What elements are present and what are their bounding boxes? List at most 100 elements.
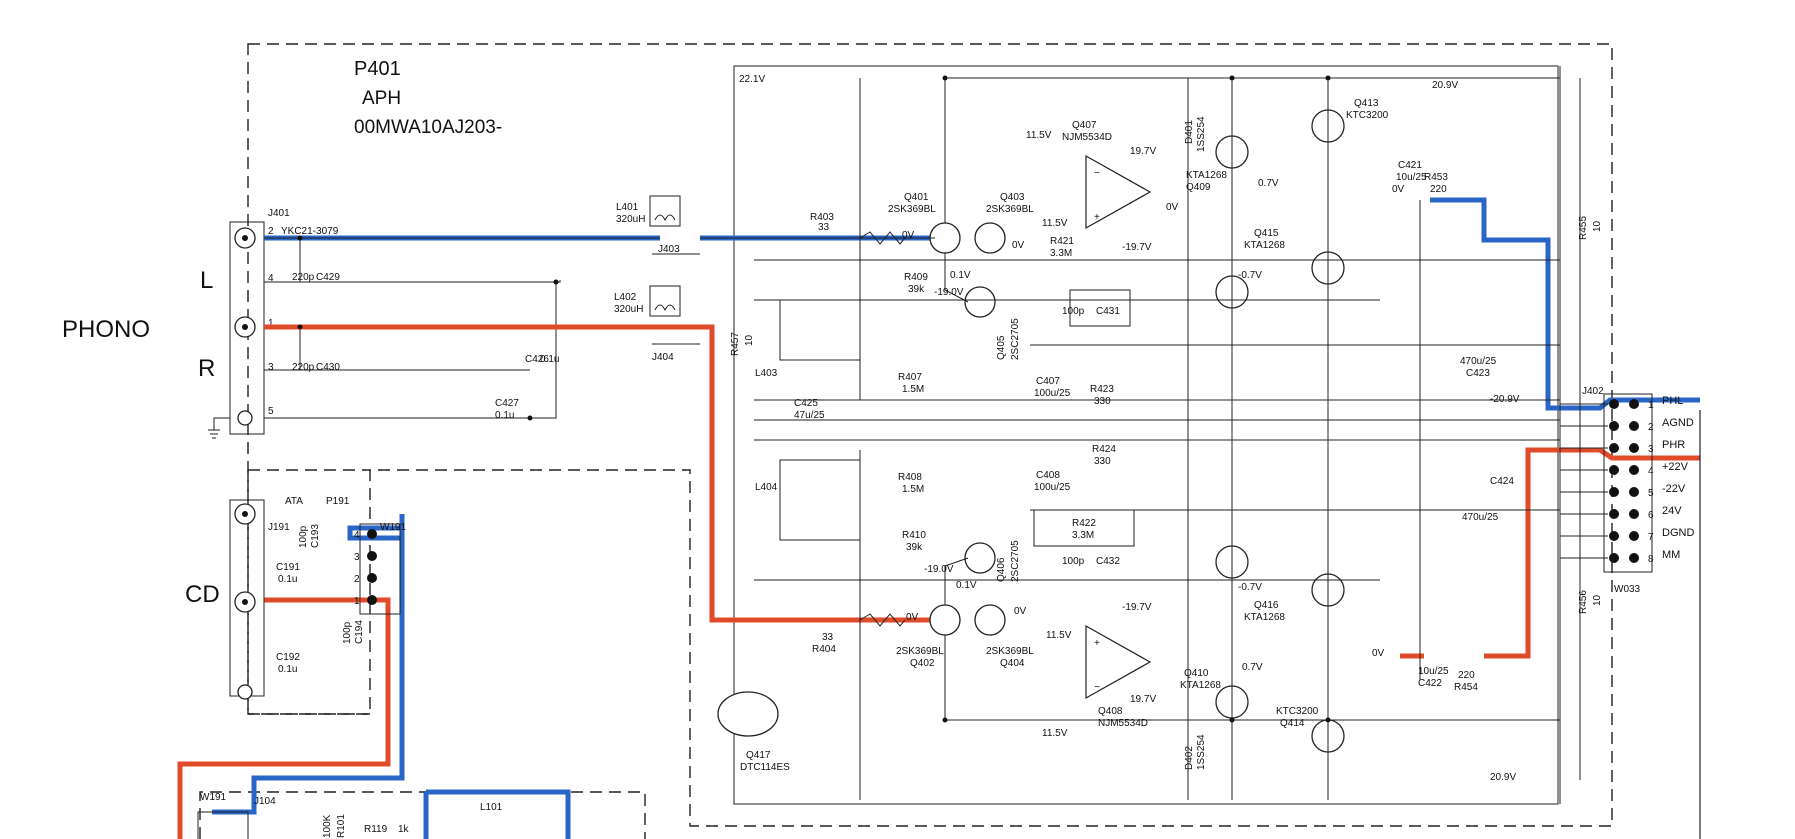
r424-label: R424 [1092,444,1116,455]
svg-text:4: 4 [268,273,274,284]
r456-label: R456 [1578,590,1589,614]
c430-label: C430 [316,362,340,373]
c193-label: C193 [310,524,321,548]
v-0-7-c: -0.7V [1238,582,1262,593]
r101-label: R101 [336,814,347,838]
q413-part: KTC3200 [1346,110,1389,121]
r403-value: 33 [818,222,830,233]
j402-pin-dot [1609,553,1619,563]
j402-pin-number: 8 [1648,554,1654,565]
input-labels: PHONO L R CD [62,267,220,608]
j402-pin-dot [1609,509,1619,519]
r404-value: 33 [822,632,834,643]
svg-text:3: 3 [268,362,274,373]
v-20-9-bot: 20.9V [1490,772,1516,783]
v-0v-a: 0V [902,230,915,241]
q405-ref: Q405 [996,335,1007,360]
q402-symbol [929,604,961,636]
r421-value: 3.3M [1050,248,1072,259]
c424-label: C424 [1490,476,1514,487]
r422-c432-network [1033,509,1135,547]
q417-part: DTC114ES [740,762,790,773]
svg-text:−: − [1094,168,1100,179]
j401-ground-pin [237,410,253,426]
svg-text:+: + [1094,212,1100,223]
j402-pin-name: AGND [1662,417,1694,429]
d401-label: D401 [1184,120,1195,144]
q404-part: 2SK369BL [986,646,1034,657]
cd-label: CD [185,581,220,608]
input-caps: 220p C429 220p C430 C426 0.1u C427 0.1u [292,235,559,421]
j401-label: J401 [268,208,290,219]
q407-opamp [1085,154,1152,230]
r454-label: R454 [1454,682,1478,693]
r422-value: 3.3M [1072,530,1094,541]
svg-text:1: 1 [354,596,360,607]
j402-pin-name: PHL [1662,395,1683,407]
j402-pin-dot [1609,443,1619,453]
l401-label: L401 [616,202,639,213]
phono-label: PHONO [62,316,150,343]
j191-label: J191 [268,522,290,533]
cd-input: J191 W191 C191 0.1u C192 0.1u C193 100p … [229,499,407,700]
v-19-0-a: -19.0V [934,287,964,298]
q401-ref: Q401 [904,192,929,203]
j402-pin-name: DGND [1662,527,1694,539]
r424-value: 330 [1094,456,1111,467]
p101-fragment: W191 J104 L101 R119 1k 100K R101 [197,792,503,839]
c426-label: C426 [525,354,549,365]
j402-pin-number: 5 [1648,488,1654,499]
c192-label: C192 [276,652,300,663]
c422-value: 10u/25 [1418,666,1449,677]
j402-pin-name: -22V [1662,483,1686,495]
r407-value: 1.5M [902,384,924,395]
v-11-5-b: 11.5V [1042,218,1068,229]
v-11-5-c: 11.5V [1046,630,1072,641]
c431-label: C431 [1096,306,1120,317]
board-heading: P401 APH 00MWA10AJ203- ATA P191 [285,58,502,507]
v-0v-e: 0V [906,612,919,623]
c192-value: 0.1u [278,664,297,675]
j402-pin-dot [1629,531,1639,541]
j104-label: J104 [254,796,276,807]
v-0-1-a: 0.1V [950,270,971,281]
c194-label: C194 [354,620,365,644]
j402-label: J402 [1582,386,1604,397]
p101-board-outline [199,791,646,839]
j402-pin-name: 24V [1662,505,1682,517]
c423-label: C423 [1466,368,1490,379]
c407-label: C407 [1036,376,1060,387]
r101-value: 100K [322,814,333,838]
r410-value: 39k [906,542,923,553]
v-0-1-b: 0.1V [956,580,977,591]
q417-ref: Q417 [746,750,771,761]
j401-connector: J401 YKC21-3079 2 4 1 3 5 [208,208,561,439]
q403-part: 2SK369BL [986,204,1034,215]
q413-ref: Q413 [1354,98,1379,109]
w191-top-label: W191 [380,522,407,533]
svg-text:2: 2 [354,574,360,585]
j402-pin-dot [1609,421,1619,431]
v-19-7-c: -19.7V [1122,602,1152,613]
c427-value: 0.1u [495,410,514,421]
c426-value: 0.1u [540,354,559,365]
sub-board-id: P191 [326,496,350,507]
v-11-5-d: 11.5V [1042,728,1068,739]
v-0v-c: 0V [1166,202,1179,213]
r421-label: R421 [1050,236,1074,247]
q414-part: KTC3200 [1276,706,1319,717]
r404-label: R404 [812,644,836,655]
c194-value: 100p [342,621,353,644]
board-part-no: 00MWA10AJ203- [354,117,502,138]
j402-pin-number: 4 [1648,466,1654,477]
q414-ref: Q414 [1280,718,1305,729]
r119-label: R119 [364,824,388,835]
j402-pin-number: 3 [1648,444,1654,455]
q406-symbol [964,542,996,574]
svg-text:4: 4 [354,530,360,541]
w191-bottom-label: W191 [200,792,227,803]
r409-value: 39k [908,284,925,295]
right-channel-label: R [198,355,215,382]
